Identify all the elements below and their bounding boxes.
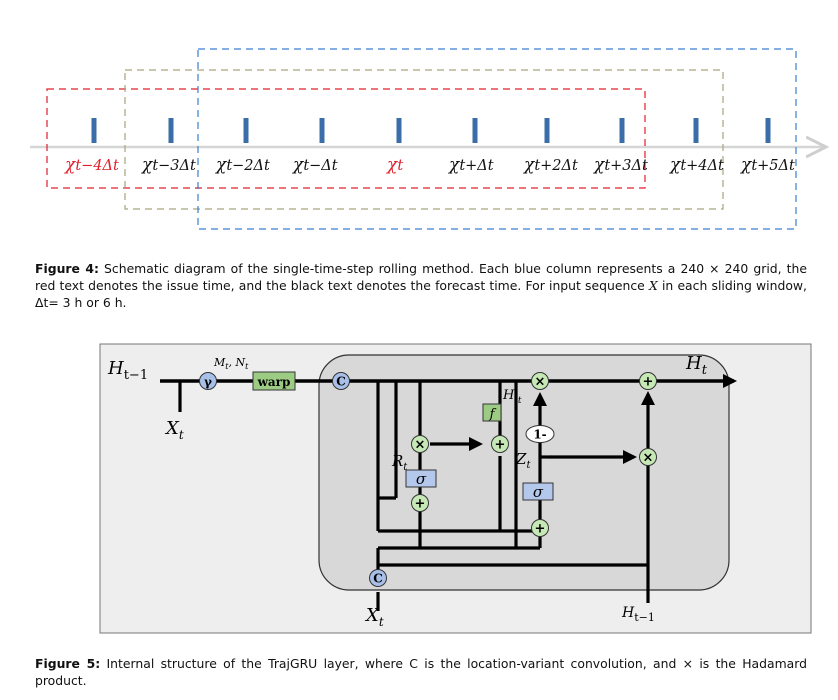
sigma-box-update <box>522 482 554 501</box>
one-minus-label: 1- <box>533 428 546 442</box>
window-1-red <box>46 88 646 189</box>
conv-node-top <box>332 372 350 390</box>
add-node-reset-symbol: + <box>415 497 426 512</box>
time-label: χt+3Δt <box>593 155 648 175</box>
grid-column-tick <box>91 118 97 143</box>
mn-label: Mt, Nt <box>213 356 249 371</box>
figure-4: χt−4Δt χt−3Δt χt−2Δt χt−Δt χt χt+Δt χt+2Δt χt+3… <box>30 48 838 230</box>
time-label: χt−3Δt <box>141 155 196 175</box>
sigma-update-label: σ <box>533 483 544 501</box>
warp-label: warp <box>257 375 291 389</box>
time-label: χt+5Δt <box>740 155 795 175</box>
conv-node-bottom-label: C <box>373 572 383 586</box>
time-label: χt <box>386 155 403 175</box>
time-label: χt+4Δt <box>669 155 724 175</box>
figure-4-caption-text-b: in each sliding window, Δt= 3 h or 6 h. <box>35 278 807 310</box>
h-prev-label: Ht−1 <box>107 358 148 383</box>
hadamard-node-reset-symbol: × <box>415 438 426 453</box>
add-node-output-symbol: + <box>643 375 654 390</box>
window-3-blue <box>197 48 797 230</box>
x-bottom-label: Xt <box>364 605 384 629</box>
figure-4-caption-label: Figure 4: <box>35 261 99 276</box>
add-node-update <box>531 519 549 537</box>
sigma-box-reset <box>405 469 437 488</box>
add-node-reset <box>411 494 429 512</box>
gru-cell-box <box>318 354 730 591</box>
f-box <box>482 403 502 422</box>
add-node-update-symbol: + <box>535 522 546 537</box>
figure-4-caption-var: X <box>648 278 658 293</box>
diagram-panel <box>99 343 812 634</box>
z-label: Zt <box>515 450 531 471</box>
grid-column-tick <box>693 118 699 143</box>
gamma-node <box>199 372 217 390</box>
grid-column-tick <box>472 118 478 143</box>
sigma-reset-label: σ <box>416 470 427 488</box>
time-label: χt+Δt <box>448 155 494 175</box>
grid-column-tick <box>396 118 402 143</box>
hadamard-node-top-symbol: × <box>535 375 546 390</box>
time-label: χt−Δt <box>292 155 338 175</box>
figure-5-caption: Figure 5: Internal structure of the Traj… <box>35 655 807 689</box>
time-labels: χt−4Δt χt−3Δt χt−2Δt χt−Δt χt χt+Δt χt+2Δt χt+3… <box>64 155 795 175</box>
figure-5-caption-text: Internal structure of the TrajGRU layer,… <box>35 656 808 688</box>
x-in-label: Xt <box>164 418 184 442</box>
grid-column-tick <box>619 118 625 143</box>
grid-columns <box>91 118 771 143</box>
grid-column-tick <box>319 118 325 143</box>
grid-column-tick <box>765 118 771 143</box>
hadamard-node-update-symbol: × <box>643 451 654 466</box>
conv-node-top-label: C <box>336 375 346 389</box>
time-label: χt−2Δt <box>215 155 270 175</box>
time-label: χt−4Δt <box>64 155 119 175</box>
add-node-candidate <box>491 435 509 453</box>
add-node-output <box>639 372 657 390</box>
grid-column-tick <box>544 118 550 143</box>
add-node-candidate-symbol: + <box>495 438 506 453</box>
hadamard-node-update <box>639 448 657 466</box>
figure-5-caption-label: Figure 5: <box>35 656 101 671</box>
hadamard-node-reset <box>411 435 429 453</box>
hadamard-node-top <box>531 372 549 390</box>
h-bottom-label: Ht−1 <box>621 605 655 624</box>
h-out-label: Ht <box>685 353 708 378</box>
hcand-label: H't <box>502 388 522 406</box>
figure-4-caption-text-a: Schematic diagram of the single-time-ste… <box>35 261 807 293</box>
warp-box <box>252 371 296 391</box>
r-label: Rt <box>391 452 408 473</box>
time-label: χt+2Δt <box>523 155 578 175</box>
grid-column-tick <box>243 118 249 143</box>
figure-4-caption: Figure 4: Schematic diagram of the singl… <box>35 260 807 311</box>
f-label: f <box>489 407 497 422</box>
window-2-olive <box>124 69 724 210</box>
conv-node-bottom <box>369 569 387 587</box>
gamma-symbol: γ <box>204 375 212 389</box>
grid-column-tick <box>168 118 174 143</box>
one-minus-node <box>525 425 555 443</box>
